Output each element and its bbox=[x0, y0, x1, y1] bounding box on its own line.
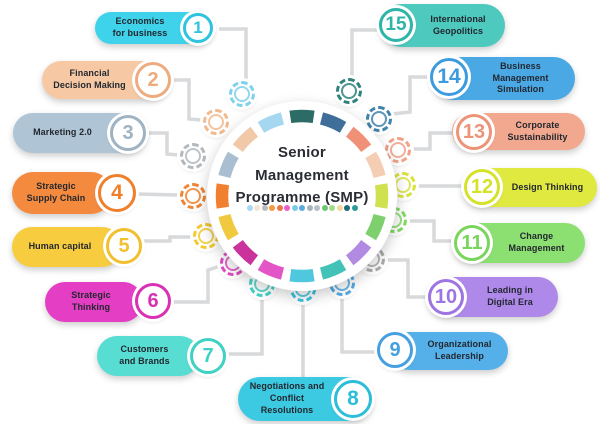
course-label: Financial Decision Making bbox=[53, 68, 126, 90]
connector-line bbox=[411, 131, 452, 151]
course-label: Human capital bbox=[28, 241, 92, 252]
ring-segment bbox=[374, 183, 389, 209]
course-label: Design Thinking bbox=[511, 181, 584, 192]
course-label: Economics for business bbox=[112, 16, 168, 38]
ring-segment bbox=[218, 151, 239, 179]
number-badge: 7 bbox=[190, 338, 226, 374]
category-dot bbox=[291, 205, 298, 211]
category-dot bbox=[351, 205, 358, 211]
category-dot bbox=[254, 205, 260, 211]
category-dot bbox=[336, 205, 343, 211]
number-badge: 14 bbox=[430, 58, 468, 96]
course-label: Strategic Supply Chain bbox=[26, 181, 86, 203]
ring-segment bbox=[257, 112, 285, 133]
ring-segment bbox=[365, 213, 386, 241]
programme-title: Senior Management Programme (SMP) bbox=[235, 144, 369, 207]
course-pill-4: Strategic Supply Chain bbox=[12, 172, 112, 214]
category-dot bbox=[269, 205, 275, 211]
course-label: Customers and Brands bbox=[119, 344, 170, 366]
course-label: Change Management bbox=[508, 231, 565, 253]
ring-segment bbox=[257, 259, 285, 280]
ring-segment bbox=[319, 112, 347, 133]
category-dot bbox=[299, 205, 305, 211]
number-badge: 8 bbox=[334, 380, 372, 418]
connector-line bbox=[219, 27, 248, 80]
connector-node bbox=[180, 143, 206, 169]
course-pill-5: Human capital bbox=[12, 227, 122, 267]
ring-segment bbox=[215, 183, 230, 209]
ring-segment bbox=[218, 213, 239, 241]
segmented-ring bbox=[215, 109, 389, 283]
ring-segment bbox=[289, 268, 315, 283]
connector-line bbox=[386, 258, 427, 299]
course-label: Negotiations and Conflict Resolutions bbox=[249, 381, 325, 415]
category-dot bbox=[246, 205, 253, 211]
number-badge: 1 bbox=[183, 13, 213, 43]
number-badge: 9 bbox=[377, 332, 413, 368]
number-badge: 6 bbox=[135, 283, 171, 319]
connector-node bbox=[336, 78, 362, 104]
number-badge: 4 bbox=[98, 174, 136, 212]
category-dot bbox=[344, 205, 350, 211]
connector-line bbox=[143, 235, 191, 243]
ring-segment bbox=[289, 109, 315, 124]
number-badge: 5 bbox=[106, 228, 142, 264]
connector-node bbox=[229, 81, 255, 107]
ring-segment bbox=[365, 151, 386, 179]
connector-line bbox=[340, 297, 388, 354]
number-badge: 15 bbox=[379, 8, 413, 42]
number-badge: 13 bbox=[456, 114, 492, 150]
course-label: Leading in Digital Era bbox=[487, 285, 533, 307]
category-dot bbox=[261, 205, 268, 211]
course-label: Strategic Thinking bbox=[71, 290, 111, 312]
category-dot bbox=[284, 205, 290, 211]
ring-segment bbox=[232, 239, 259, 266]
connector-node bbox=[180, 183, 206, 209]
connector-line bbox=[391, 75, 432, 116]
connector-line bbox=[136, 192, 179, 197]
connector-node bbox=[203, 109, 229, 135]
ring-segment bbox=[232, 126, 259, 153]
course-pill-7: Customers and Brands bbox=[97, 336, 200, 376]
ring-segment bbox=[345, 126, 372, 153]
category-dot bbox=[321, 205, 328, 211]
number-badge: 2 bbox=[135, 62, 171, 98]
category-dot bbox=[314, 205, 320, 211]
number-badge: 10 bbox=[428, 279, 464, 315]
course-pill-6: Strategic Thinking bbox=[45, 282, 143, 322]
category-dot bbox=[276, 205, 283, 211]
ring-segment bbox=[345, 239, 372, 266]
course-label: International Geopolitics bbox=[430, 13, 486, 36]
category-dot bbox=[306, 205, 313, 211]
connector-line bbox=[350, 28, 379, 77]
connector-line bbox=[227, 298, 264, 356]
course-label: Business Management Simulation bbox=[492, 60, 549, 95]
course-label: Organizational Leadership bbox=[427, 339, 492, 361]
course-label: Corporate Sustainability bbox=[507, 119, 568, 142]
course-label: Marketing 2.0 bbox=[33, 127, 92, 138]
connector-line bbox=[171, 78, 203, 122]
number-badge: 12 bbox=[464, 169, 500, 205]
number-badge: 11 bbox=[454, 225, 490, 261]
connector-line bbox=[408, 219, 452, 243]
connector-node bbox=[366, 106, 392, 132]
category-dot bbox=[329, 205, 335, 211]
connector-line bbox=[148, 131, 180, 157]
center-circle: Senior Management Programme (SMP) bbox=[207, 101, 397, 291]
ring-segment bbox=[319, 259, 347, 280]
category-dots bbox=[207, 205, 397, 211]
number-badge: 3 bbox=[110, 115, 146, 151]
connector-line bbox=[172, 264, 221, 304]
